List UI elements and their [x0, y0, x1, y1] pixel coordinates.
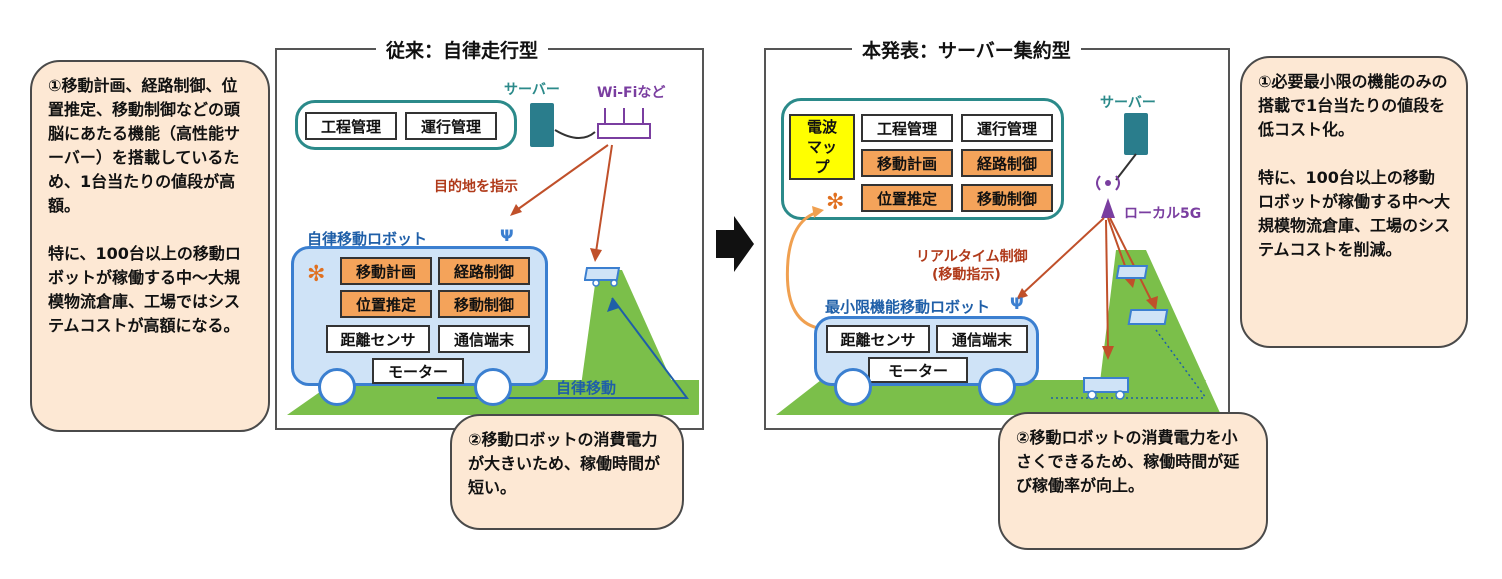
- transition-arrow-icon: [716, 216, 754, 272]
- left-callout-cost-text-2: 特に、100台以上の移動ロボットが稼働する中～大規模物流倉庫、工場ではシステムコ…: [48, 244, 241, 335]
- left-bubble-item-0: 工程管理: [305, 112, 397, 140]
- left-command-arrows: [510, 144, 613, 262]
- left-robot-motor: モーター: [372, 358, 464, 384]
- right-bubble-item-4: 位置推定: [861, 184, 953, 212]
- right-robot-label: 最小限機能移動ロボット: [825, 298, 991, 316]
- right-callout-cost: ①必要最小限の機能のみの搭載で1台当たりの値段を低コスト化。 特に、100台以上…: [1240, 56, 1468, 348]
- right-robot-box-comm: 通信端末: [936, 325, 1028, 353]
- radio-map-box: 電波マップ: [789, 114, 855, 180]
- right-callout-cost-text-2: 特に、100台以上の移動ロボットが稼働する中～大規模物流倉庫、工場のシステムコス…: [1258, 168, 1451, 259]
- left-robot-box-2: 位置推定: [340, 290, 432, 318]
- left-robot-box-1: 経路制御: [438, 257, 530, 285]
- right-bubble-item-0: 工程管理: [861, 114, 953, 142]
- right-robot-motor: モーター: [868, 357, 968, 383]
- left-movement-label: 自律移動: [556, 379, 617, 397]
- left-robot-antenna-icon: Ψ: [500, 226, 514, 245]
- realtime-control-label: リアルタイム制御: [916, 249, 1028, 265]
- right-bubble-item-5: 移動制御: [961, 184, 1053, 212]
- left-wifi-label: Wi-Fiなど: [597, 85, 666, 101]
- center-callout-power-text: ②移動ロボットの消費電力が大きいため、稼働時間が短い。: [468, 430, 661, 497]
- right-brain-icon: ✻: [826, 190, 845, 215]
- local-5g-label: ローカル5G: [1124, 206, 1202, 222]
- right-panel-title: 本発表：サーバー集約型: [852, 36, 1081, 63]
- left-small-robot-icon: [584, 267, 621, 287]
- realtime-control-sublabel: (移動指示): [932, 267, 1001, 283]
- wifi-router-icon: [554, 108, 651, 139]
- left-robot-wheel-back: [474, 368, 512, 406]
- right-callout-cost-text-1: ①必要最小限の機能のみの搭載で1台当たりの値段を低コスト化。: [1258, 72, 1448, 139]
- center-callout-power: ②移動ロボットの消費電力が大きいため、稼働時間が短い。: [450, 414, 684, 530]
- left-destination-label: 目的地を指示: [434, 179, 518, 195]
- right-robot-wheel-front: [834, 368, 872, 406]
- right-bubble-item-2: 移動計画: [861, 149, 953, 177]
- left-callout-cost: ①移動計画、経路制御、位置推定、移動制御などの頭脳にあたる機能（高性能サーバー）…: [30, 60, 270, 432]
- left-bubble-item-1: 運行管理: [405, 112, 497, 140]
- right-server-label: サーバー: [1100, 95, 1156, 111]
- left-callout-cost-text-1: ①移動計画、経路制御、位置推定、移動制御などの頭脳にあたる機能（高性能サーバー）…: [48, 76, 241, 215]
- right-callout-power: ②移動ロボットの消費電力を小さくできるため、稼働時間が延び稼働率が向上。: [998, 412, 1268, 550]
- left-server-icon: [530, 103, 554, 147]
- local-5g-antenna-icon: [1096, 153, 1137, 218]
- right-callout-power-text: ②移動ロボットの消費電力を小さくできるため、稼働時間が延び稼働率が向上。: [1016, 428, 1240, 495]
- right-feedback-arrow: [785, 206, 824, 330]
- right-server-icon: [1124, 113, 1148, 155]
- right-bubble-item-1: 運行管理: [961, 114, 1053, 142]
- left-robot-label: 自律移動ロボット: [307, 230, 428, 248]
- left-panel-title: 従来：自律走行型: [376, 36, 549, 63]
- left-robot-box-0: 移動計画: [340, 257, 432, 285]
- left-robot-box-3: 移動制御: [438, 290, 530, 318]
- left-robot-box-sensor: 距離センサ: [326, 325, 430, 353]
- left-robot-wheel-front: [318, 368, 356, 406]
- right-robot-antenna-icon: Ψ: [1010, 294, 1024, 313]
- left-server-label: サーバー: [504, 82, 560, 98]
- left-robot-box-comm: 通信端末: [438, 325, 530, 353]
- right-robot-box-sensor: 距離センサ: [826, 325, 930, 353]
- right-robot-wheel-back: [978, 368, 1016, 406]
- right-small-robots-icon: [1083, 265, 1169, 400]
- left-robot-brain-icon: ✻: [307, 262, 326, 287]
- right-bubble-item-3: 経路制御: [961, 149, 1053, 177]
